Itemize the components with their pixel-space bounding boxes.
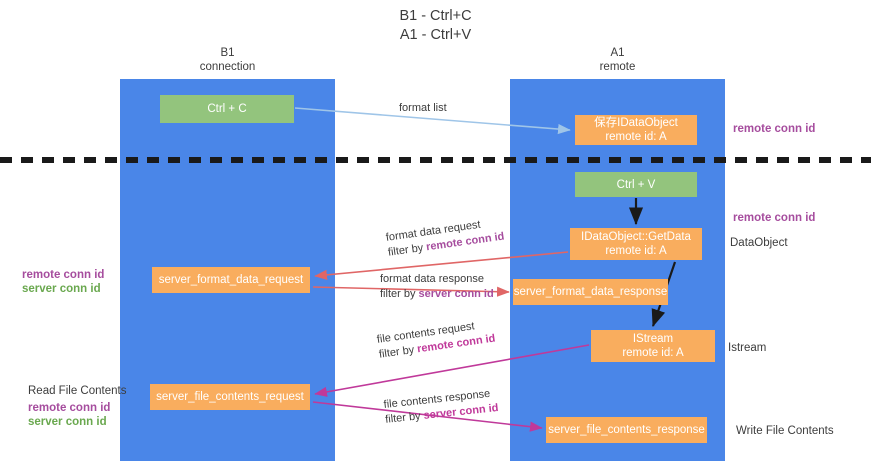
- side-label-server-conn-id-left-top: server conn id: [22, 283, 101, 295]
- side-label-remote-conn-id-left-bottom: remote conn id: [28, 402, 111, 414]
- filter-prefix: filter by: [384, 409, 425, 426]
- filter-key-server-conn-id: server conn id: [418, 288, 494, 300]
- side-label-write-file-contents: Write File Contents: [736, 425, 834, 437]
- edge-label-format-list: format list: [399, 101, 447, 116]
- node-save-idataobject-sublabel: remote id: A: [605, 131, 667, 143]
- node-idataobject-getdata[interactable]: IDataObject::GetData remote id: A: [570, 228, 702, 260]
- lane-header-a1: A1 remote: [599, 47, 636, 73]
- node-server-format-data-request[interactable]: server_format_data_request: [152, 267, 310, 293]
- node-idataobject-getdata-label: IDataObject::GetData: [581, 231, 691, 243]
- node-server-format-data-request-label: server_format_data_request: [158, 274, 304, 286]
- edge-label-format-data-response: format data response filter by server co…: [380, 272, 494, 302]
- filter-prefix: filter by: [387, 241, 428, 259]
- node-server-format-data-response-label: server_format_data_response: [513, 286, 668, 298]
- node-server-file-contents-request-label: server_file_contents_request: [156, 391, 304, 403]
- side-label-remote-conn-id-top: remote conn id: [733, 123, 816, 135]
- side-label-read-file-contents: Read File Contents: [28, 385, 127, 397]
- node-ctrl-v-label: Ctrl + V: [616, 178, 656, 191]
- node-istream[interactable]: IStream remote id: A: [591, 330, 715, 362]
- diagram-title: B1 - Ctrl+C A1 - Ctrl+V: [399, 8, 472, 43]
- side-label-dataobject: DataObject: [730, 237, 788, 249]
- node-save-idataobject-label: 保存IDataObject: [594, 117, 678, 129]
- side-label-remote-conn-id-mid: remote conn id: [733, 212, 816, 224]
- side-label-conn-ids-left-bottom: remote conn id server conn id: [28, 401, 110, 429]
- node-server-file-contents-request[interactable]: server_file_contents_request: [150, 384, 310, 410]
- node-server-format-data-response[interactable]: server_format_data_response: [513, 279, 668, 305]
- node-ctrl-c-label: Ctrl + C: [207, 103, 247, 115]
- side-label-remote-conn-id-left-top: remote conn id: [22, 269, 105, 281]
- node-istream-sublabel: remote id: A: [622, 347, 684, 359]
- edge-label-format-data-response-line1: format data response: [380, 273, 484, 285]
- node-idataobject-getdata-sublabel: remote id: A: [605, 245, 667, 257]
- edge-label-file-contents-response: file contents response filter by server …: [383, 386, 499, 428]
- node-save-idataobject[interactable]: 保存IDataObject remote id: A: [575, 115, 697, 145]
- side-label-conn-ids-left-top: remote conn id server conn id: [22, 268, 104, 296]
- node-server-file-contents-response[interactable]: server_file_contents_response: [546, 417, 707, 443]
- node-ctrl-v[interactable]: Ctrl + V: [575, 172, 697, 197]
- node-ctrl-c[interactable]: Ctrl + C: [160, 95, 294, 123]
- edge-label-format-list-text: format list: [399, 102, 447, 114]
- side-label-istream: Istream: [728, 342, 767, 354]
- lane-header-b1: B1 connection: [199, 47, 256, 73]
- node-server-file-contents-response-label: server_file_contents_response: [548, 424, 705, 436]
- edge-label-file-contents-request: file contents request filter by remote c…: [376, 317, 496, 363]
- filter-prefix: filter by: [380, 288, 419, 300]
- filter-prefix: filter by: [378, 343, 419, 361]
- node-istream-label: IStream: [632, 333, 674, 345]
- edge-label-format-data-response-line2: filter by server conn id: [380, 287, 494, 302]
- edge-label-format-data-request: format data request filter by remote con…: [385, 215, 505, 261]
- side-label-server-conn-id-left-bottom: server conn id: [28, 416, 107, 428]
